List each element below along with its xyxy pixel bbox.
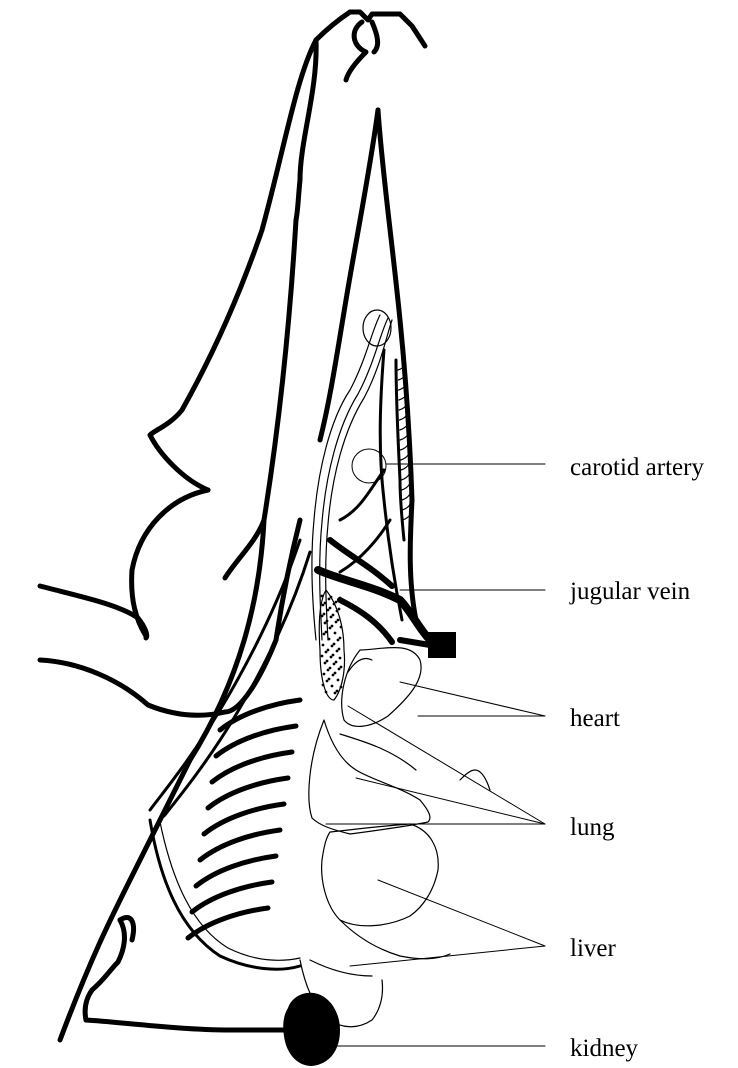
speckle <box>338 668 341 671</box>
speckle <box>330 616 333 619</box>
speckle <box>339 657 342 660</box>
speckle <box>330 656 333 659</box>
speckle <box>326 620 329 623</box>
speckle <box>328 638 331 641</box>
speckle <box>322 644 325 647</box>
comb-tooth <box>402 484 410 490</box>
speckle <box>325 691 328 694</box>
comb-tooth <box>402 494 410 500</box>
speckle <box>340 666 343 669</box>
speckle <box>338 608 341 611</box>
label-carotid-artery: carotid artery <box>570 454 704 481</box>
speckle <box>325 651 328 654</box>
heart <box>342 648 421 727</box>
label-jugular-vein: jugular vein <box>569 578 691 605</box>
speckle <box>334 672 337 675</box>
label-lung: lung <box>570 814 615 841</box>
speckle <box>331 685 334 688</box>
speckle <box>338 648 341 651</box>
label-leaders <box>326 449 545 1046</box>
speckle <box>339 597 342 600</box>
speckle <box>334 632 337 635</box>
speckle <box>322 604 325 607</box>
speckle <box>340 626 343 629</box>
speckle <box>321 655 324 658</box>
speckle <box>332 654 335 657</box>
speckle <box>323 673 326 676</box>
speckle <box>326 680 329 683</box>
speckle <box>327 609 330 612</box>
speckle <box>324 602 327 605</box>
speckle <box>327 669 330 672</box>
speckle <box>330 596 333 599</box>
comb-tooth <box>400 444 408 450</box>
speckle <box>336 650 339 653</box>
speckle <box>337 679 340 682</box>
label-kidney: kidney <box>570 1035 639 1062</box>
speckle <box>337 619 340 622</box>
kidney <box>283 993 340 1066</box>
speckle <box>324 622 327 625</box>
speckle <box>325 631 328 634</box>
speckle <box>321 615 324 618</box>
comb-tooth <box>401 464 409 470</box>
speckle <box>331 625 334 628</box>
comb-tooth <box>402 504 410 510</box>
speckle <box>335 621 338 624</box>
speckle <box>329 667 332 670</box>
speckle <box>337 639 340 642</box>
speckle <box>335 601 338 604</box>
speckled-organ <box>319 590 344 700</box>
speckle <box>321 595 324 598</box>
speckle <box>335 661 338 664</box>
comb-tooth <box>401 474 409 480</box>
speckle <box>333 603 336 606</box>
speckle <box>333 643 336 646</box>
body-outline <box>40 12 425 1040</box>
speckle <box>322 684 325 687</box>
speckle <box>334 692 337 695</box>
label-heart: heart <box>570 705 620 732</box>
speckle <box>328 678 331 681</box>
comb-tooth <box>401 454 409 460</box>
label-liver: liver <box>570 935 616 962</box>
speckle <box>336 610 339 613</box>
speckle <box>332 614 335 617</box>
speckle <box>332 674 335 677</box>
speckle <box>323 633 326 636</box>
speckle <box>333 663 336 666</box>
speckle <box>329 627 332 630</box>
speckle <box>336 690 339 693</box>
speckle <box>326 660 329 663</box>
speckle <box>329 607 332 610</box>
speckle <box>340 686 343 689</box>
speckle <box>339 637 342 640</box>
speckle <box>327 649 330 652</box>
speckle <box>324 662 327 665</box>
speckle <box>323 613 326 616</box>
speckle <box>328 598 331 601</box>
speckle <box>331 645 334 648</box>
